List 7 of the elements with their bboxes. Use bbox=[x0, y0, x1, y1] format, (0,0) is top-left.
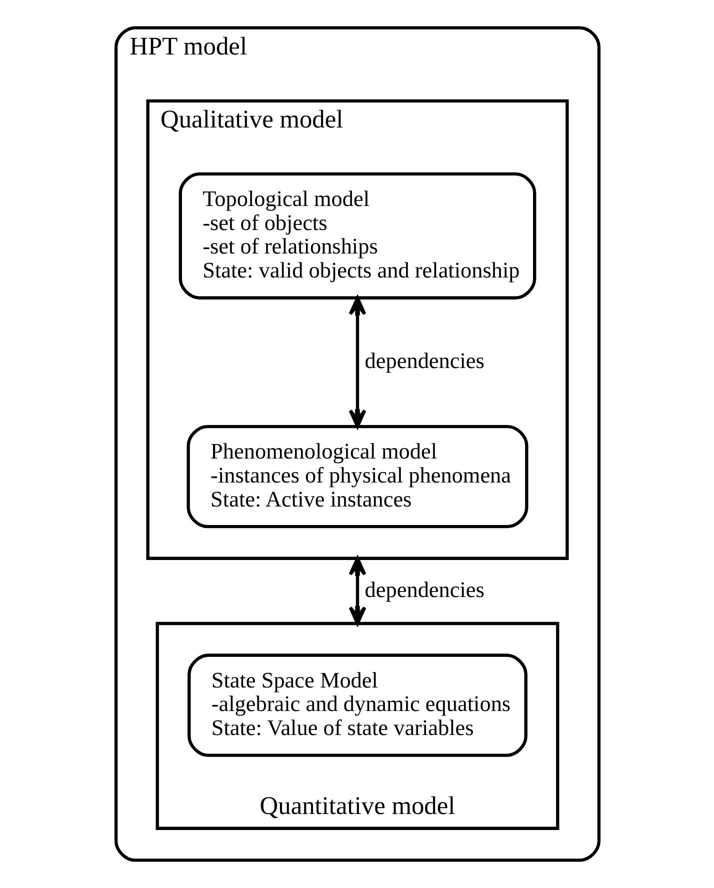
arrow bbox=[348, 556, 366, 626]
edge-label: dependencies bbox=[364, 348, 484, 374]
node-box: Topological model -set of objects -set of relationships State: valid objects and relationship bbox=[178, 172, 536, 300]
arrow bbox=[348, 296, 366, 428]
node-box: State Space Model -algebraic and dynamic equations State: Value of state variables bbox=[187, 654, 527, 757]
node-box: Phenomenological model -instances of physical phenomena State: Active instances bbox=[186, 424, 528, 528]
edge-label: dependencies bbox=[364, 576, 484, 602]
